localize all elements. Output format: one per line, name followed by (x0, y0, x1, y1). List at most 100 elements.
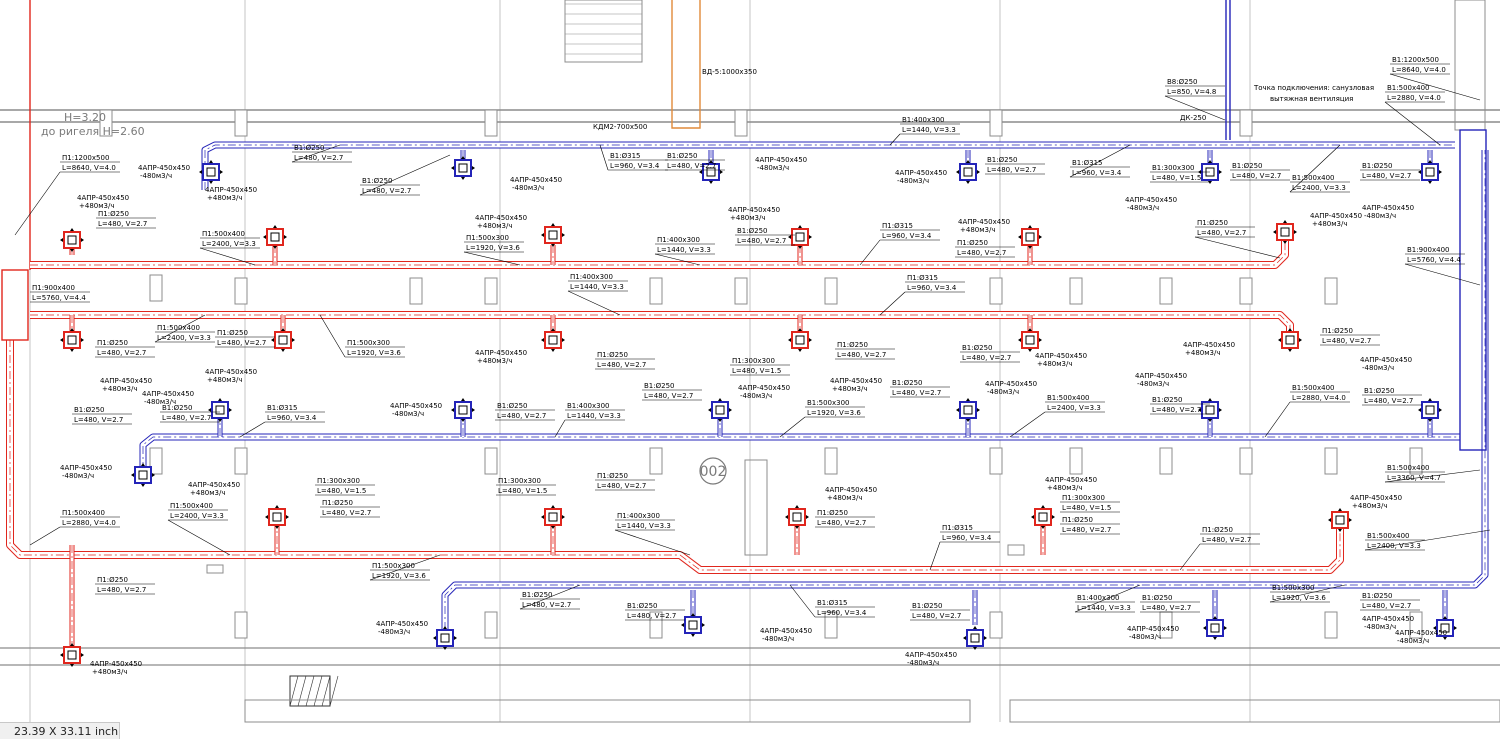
callout-leader (291, 144, 341, 163)
diffuser-core (1025, 335, 1035, 345)
supply-diffuser (541, 223, 565, 247)
exhaust-diffuser (681, 613, 705, 637)
callout-flow: L=960, V=3.4 (907, 284, 957, 292)
callout-type: В1:Ø250 (737, 227, 768, 235)
diffuser-callout: 4АПР-450х450-480м3/ч (390, 402, 442, 418)
callout-type: П1:400х300 (617, 512, 660, 520)
diffuser-type: 4АПР-450х450 (1362, 615, 1414, 623)
callout-flow: L=2400, V=3.3 (1367, 542, 1421, 550)
diffuser-body (1206, 619, 1224, 637)
diffuser-type: 4АПР-450х450 (985, 380, 1037, 388)
diffuser-body (1276, 223, 1294, 241)
callout-flow: L=480, V=2.7 (362, 187, 411, 195)
diffuser-type: 4АПР-450х450 (1350, 494, 1402, 502)
diffuser-body (711, 401, 729, 419)
diffuser-type: 4АПР-450х450 (958, 218, 1010, 226)
diffuser-body (544, 331, 562, 349)
diffuser-body (1331, 511, 1349, 529)
diffuser-core (795, 232, 805, 242)
callout-type: В1:500х400 (1292, 384, 1334, 392)
callout-flow: L=480, V=2.7 (1362, 172, 1411, 180)
exhaust-diffuser (1203, 616, 1227, 640)
exhaust-main-middle (139, 433, 1460, 470)
callout-flow: L=1440, V=3.3 (657, 246, 711, 254)
diffuser-body (202, 163, 220, 181)
callout-leader (369, 554, 441, 581)
callout-leader (1009, 411, 1046, 438)
callout-flow: L=2880, V=4.0 (1292, 394, 1346, 402)
diffuser-callout: 4АПР-450х450+480м3/ч (90, 660, 142, 676)
callout-type: В1:500х400 (1387, 84, 1429, 92)
diffuser-type: 4АПР-450х450 (1183, 341, 1235, 349)
column (409, 277, 423, 305)
diffuser-type: 4АПР-450х450 (905, 651, 957, 659)
diffusers (60, 156, 1457, 667)
callout-type: П1:300х300 (732, 357, 775, 365)
callout-leader (929, 541, 941, 571)
callout-type: П1:Ø250 (597, 472, 628, 480)
callout-leader (1289, 144, 1341, 193)
exhaust-diffuser (708, 398, 732, 422)
diffuser-type: 4АПР-450х450 (205, 368, 257, 376)
diffuser-type: 4АПР-450х450 (760, 627, 812, 635)
callout-flow: L=960, V=3.4 (817, 609, 867, 617)
supply-diffuser (541, 505, 565, 529)
diffuser-callout: 4АПР-450х450+480м3/ч (475, 214, 527, 230)
callout-type: П1:300х300 (317, 477, 360, 485)
callout-flow: L=480, V=2.7 (1062, 526, 1111, 534)
diffuser-callout: 4АПР-450х450-480м3/ч (1362, 615, 1414, 631)
callout-flow: L=960, V=3.4 (882, 232, 932, 240)
diffuser-type: 4АПР-450х450 (142, 390, 194, 398)
diffuser-type: 4АПР-450х450 (1360, 356, 1412, 364)
callout-type: П1:Ø250 (97, 576, 128, 584)
connect-point-note-1: Точка подключения: санузловая (1253, 84, 1374, 92)
column (649, 611, 663, 639)
callout-type: П1:Ø315 (907, 274, 938, 282)
diffuser-callout: 4АПР-450х450-480м3/ч (1360, 356, 1412, 372)
diffuser-core (1285, 335, 1295, 345)
diffuser-body (134, 466, 152, 484)
diffuser-callout: 4АПР-450х450-480м3/ч (142, 390, 194, 406)
diffuser-core (1425, 405, 1435, 415)
diffuser-core (1335, 515, 1345, 525)
callout-leader (1179, 543, 1201, 571)
exhaust-diffuser (451, 156, 475, 180)
diffuser-core (1425, 167, 1435, 177)
diffuser-core (706, 167, 716, 177)
callout-flow: L=480, V=2.7 (1364, 397, 1413, 405)
room-block (744, 459, 768, 556)
callout-flow: L=2400, V=3.3 (157, 334, 211, 342)
diffuser-type: 4АПР-450х450 (475, 349, 527, 357)
callout-type: П1:Ø250 (1197, 219, 1228, 227)
column (989, 611, 1003, 639)
callout-type: В1:1200х500 (1392, 56, 1439, 64)
column (484, 109, 498, 137)
diffuser-flow: +480м3/ч (207, 194, 242, 202)
diffuser-body (959, 163, 977, 181)
callout-flow: L=480, V=2.7 (294, 154, 343, 162)
supply-diffuser (1018, 328, 1042, 352)
callout-flow: L=480, V=2.7 (817, 519, 866, 527)
callout-leader (1194, 236, 1281, 259)
diffuser-core (206, 167, 216, 177)
column (484, 447, 498, 475)
hatch-line (289, 675, 299, 707)
diffuser-body (1034, 508, 1052, 526)
diffuser-flow: +480м3/ч (832, 385, 867, 393)
exhaust-shaft (1459, 129, 1487, 451)
